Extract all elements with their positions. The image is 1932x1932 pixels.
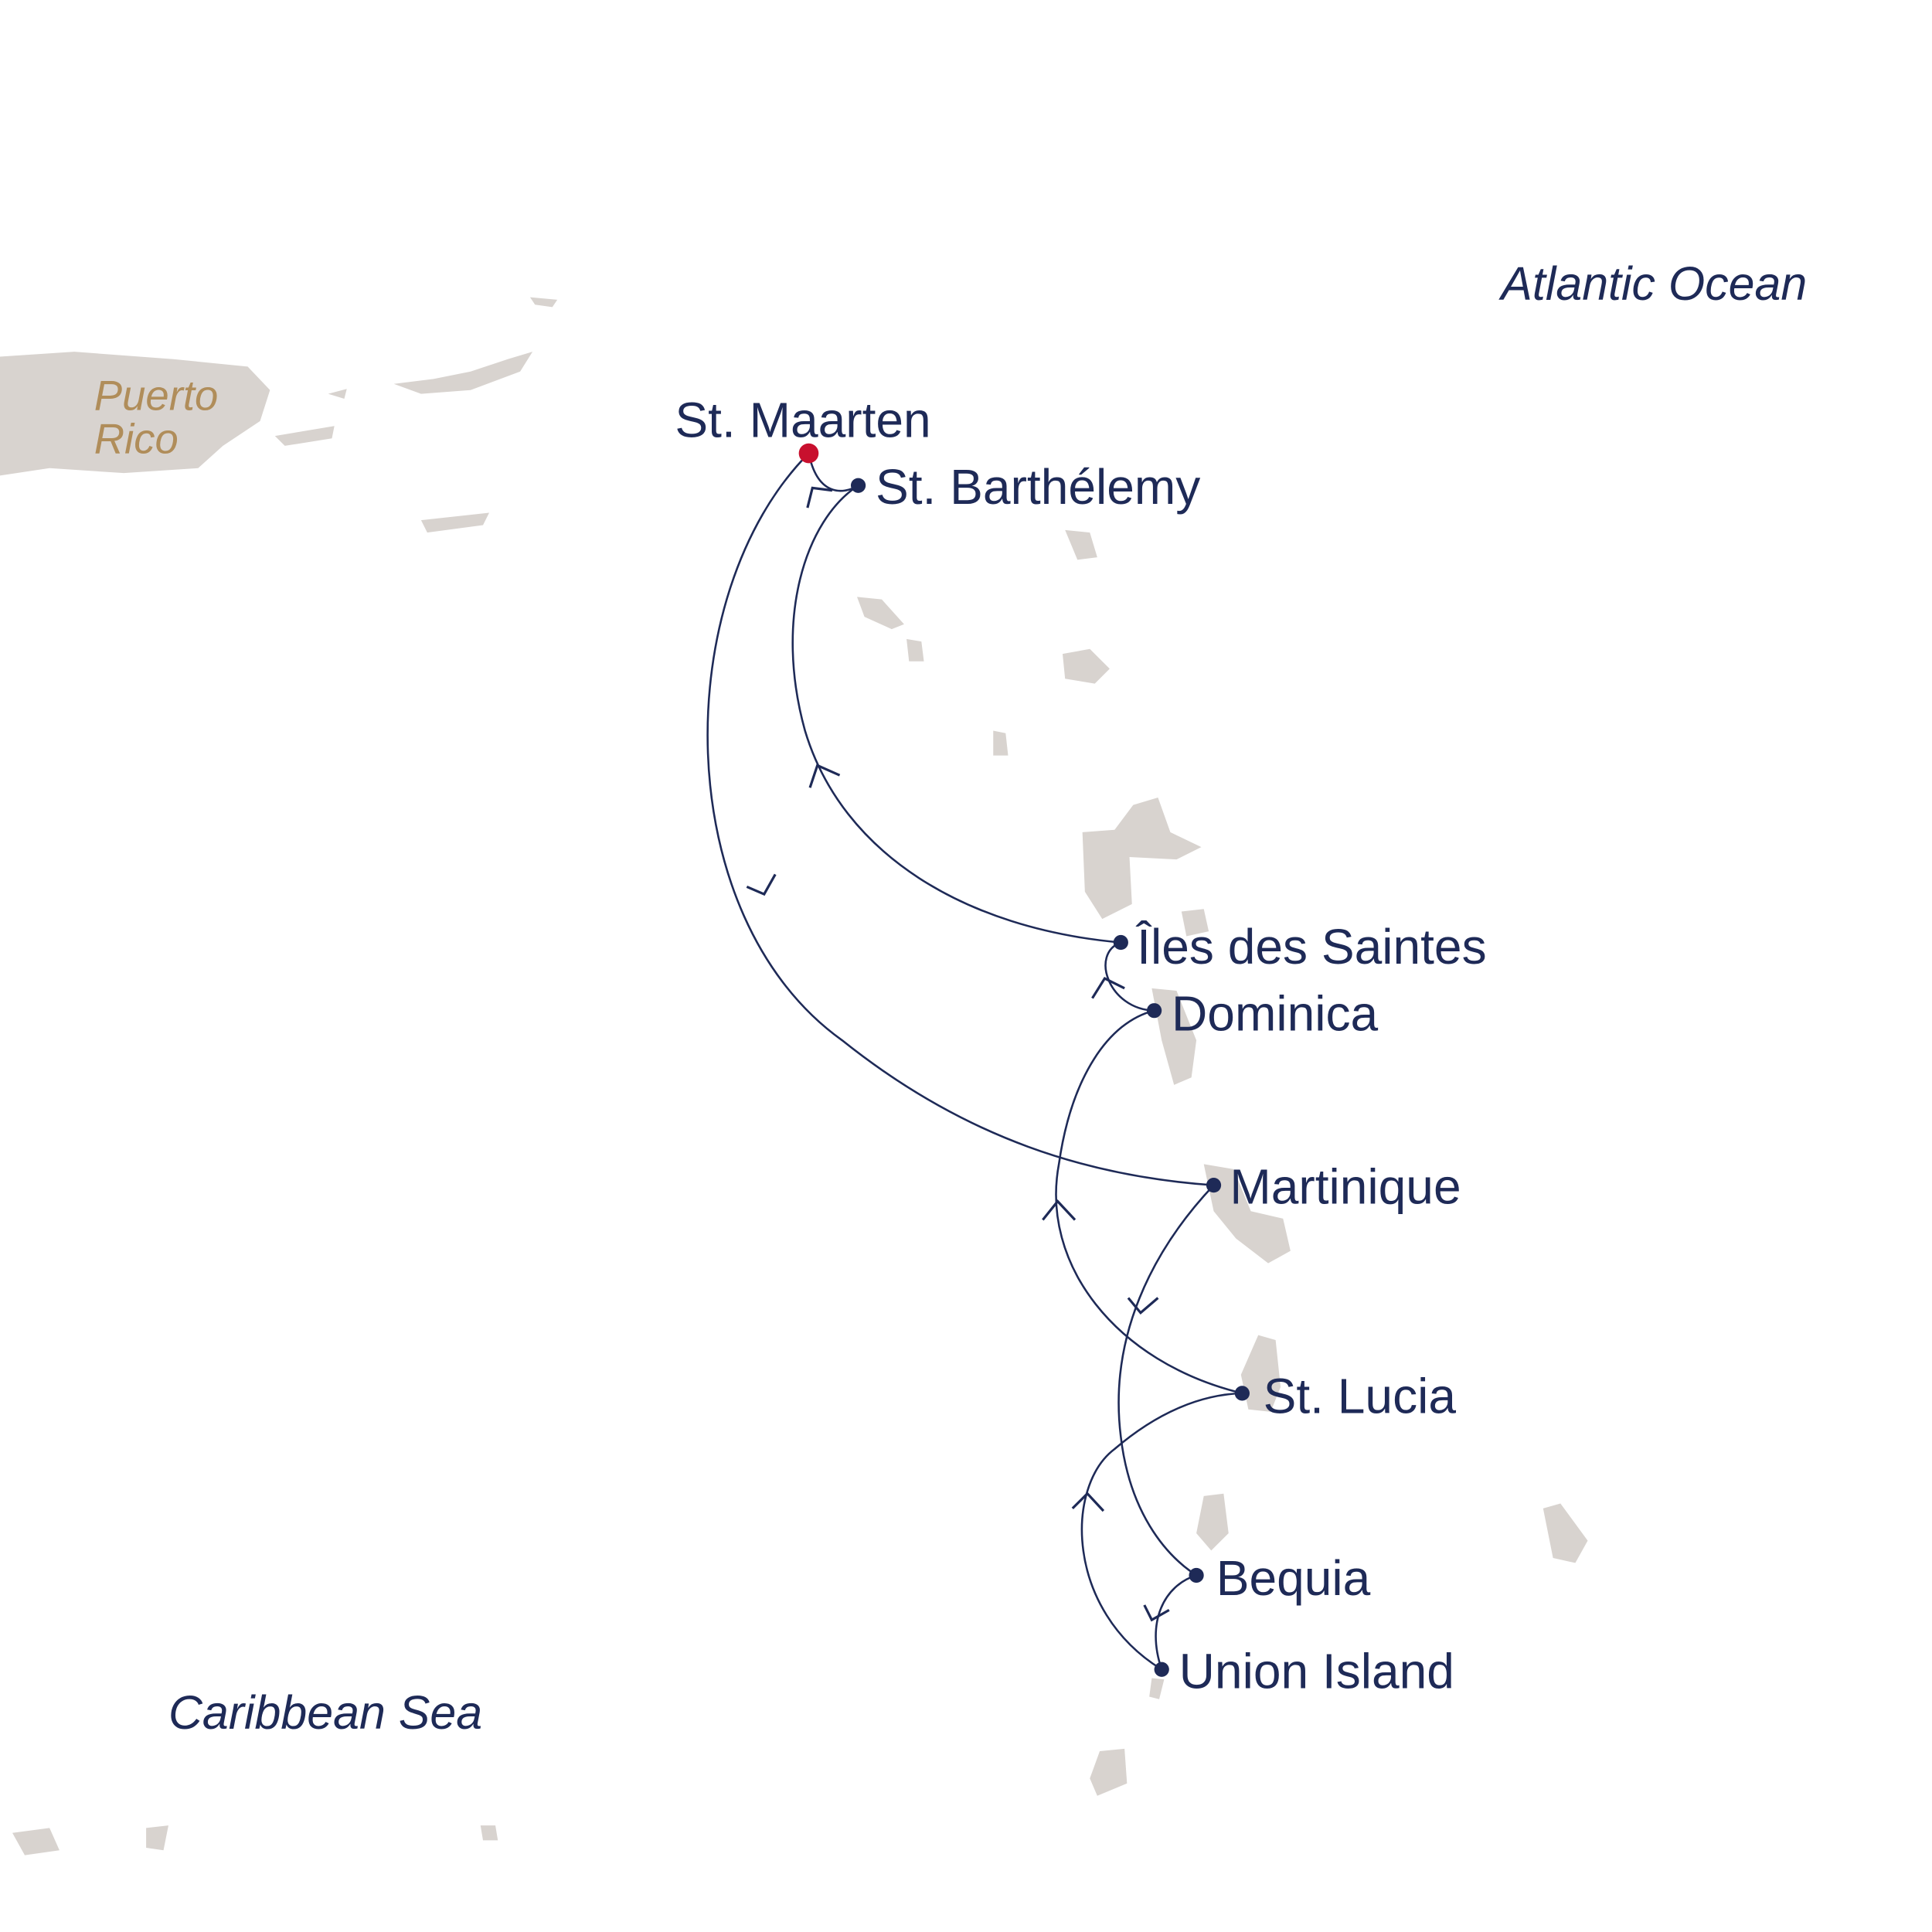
port-label-st-lucia: St. Lucia: [1264, 1369, 1457, 1424]
port-marker-dominica[interactable]: [1146, 1003, 1162, 1019]
arrow-icon: [806, 486, 833, 509]
port-label-st-maarten: St. Maarten: [675, 393, 930, 448]
arrow-icon: [1071, 1492, 1105, 1512]
puerto-rico-label-line2: Rico: [94, 416, 179, 463]
martinique: [1203, 1164, 1291, 1264]
route-lines: [706, 452, 1243, 1671]
dominica: [1151, 988, 1197, 1085]
port-marker-martinique[interactable]: [1206, 1178, 1222, 1193]
island: [328, 389, 347, 400]
landmasses: [0, 297, 1588, 1855]
arrow-icon: [1143, 1604, 1170, 1622]
direction-arrows: [746, 486, 1170, 1622]
port-markers: [798, 443, 1250, 1677]
arrow-icon: [1042, 1199, 1077, 1221]
caribbean-sea-label: Caribbean Sea: [168, 1686, 482, 1739]
labels: Atlantic Ocean Caribbean Sea Puerto Rico…: [94, 257, 1807, 1739]
port-label-iles-des-saintes: Îles des Saintes: [1135, 919, 1486, 975]
island: [146, 1825, 168, 1851]
route-bequia-to-union-island: [1155, 1574, 1197, 1670]
island: [529, 297, 558, 308]
port-marker-union-island[interactable]: [1154, 1662, 1169, 1677]
port-marker-st-barthelemy[interactable]: [850, 478, 866, 493]
antigua: [1065, 529, 1097, 560]
grenada: [1090, 1748, 1128, 1796]
puerto-rico-label-line1: Puerto: [94, 372, 218, 419]
montserrat: [993, 730, 1009, 756]
atlantic-ocean-label: Atlantic Ocean: [1498, 257, 1807, 310]
st-kitts: [856, 597, 904, 630]
arrow-icon: [1091, 976, 1125, 999]
port-marker-iles-des-saintes[interactable]: [1113, 934, 1128, 951]
barbados: [1543, 1503, 1588, 1563]
island: [393, 352, 533, 394]
route-st-lucia-to-dominica: [1055, 1009, 1243, 1395]
port-marker-st-lucia[interactable]: [1234, 1386, 1250, 1401]
port-label-bequia: Bequia: [1216, 1550, 1371, 1606]
route-union-island-to-st-lucia: [1080, 1392, 1243, 1671]
route-martinique-to-bequia: [1117, 1184, 1215, 1577]
port-label-union-island: Union Island: [1179, 1643, 1454, 1699]
nevis: [906, 638, 924, 662]
port-label-dominica: Dominica: [1172, 985, 1378, 1041]
route-iles-des-saintes-to-st-barthelemy: [791, 485, 1121, 944]
start-port-marker[interactable]: [798, 443, 819, 464]
island: [274, 426, 335, 446]
island: [480, 1825, 498, 1841]
port-label-st-barthelemy: St. Barthélemy: [876, 459, 1200, 515]
arrow-icon: [746, 873, 777, 896]
st-croix: [420, 512, 490, 533]
guadeloupe: [1082, 798, 1202, 920]
st-lucia: [1240, 1335, 1281, 1412]
port-label-martinique: Martinique: [1230, 1159, 1461, 1215]
port-marker-bequia[interactable]: [1189, 1567, 1204, 1583]
island: [12, 1828, 60, 1855]
arrow-icon: [808, 764, 841, 788]
island: [1149, 1678, 1165, 1699]
arrow-icon: [1127, 1297, 1159, 1315]
puerto-rico: [0, 352, 270, 476]
marie-galante: [1181, 909, 1209, 937]
st-vincent: [1196, 1493, 1229, 1551]
route-st-maarten-to-martinique: [706, 452, 1214, 1186]
barbuda: [1063, 648, 1110, 684]
